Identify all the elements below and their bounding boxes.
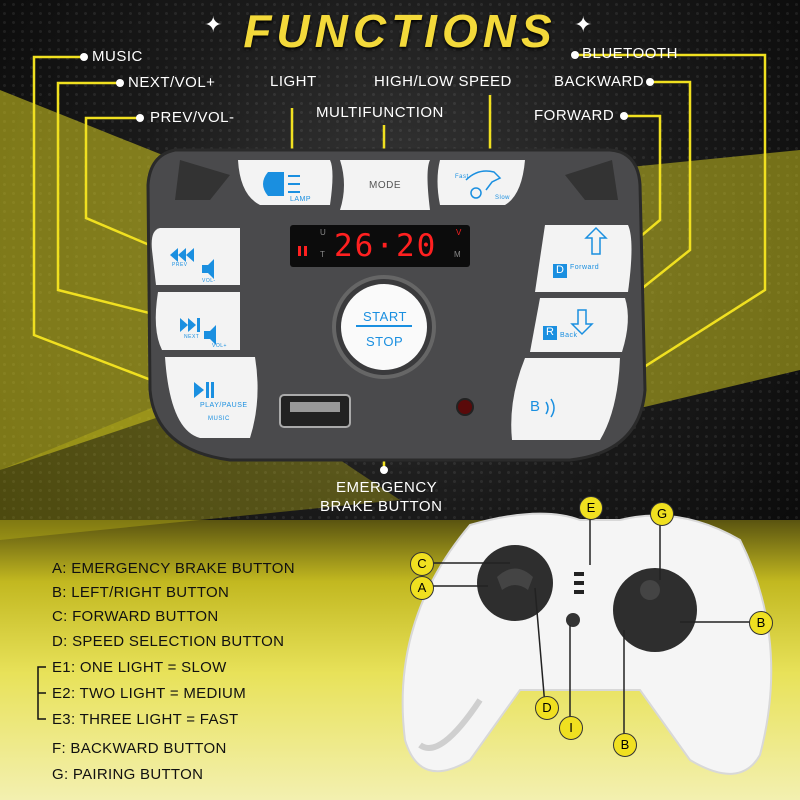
legend-item: B: LEFT/RIGHT BUTTON (52, 584, 230, 601)
play-pause-label: PLAY/PAUSE (200, 402, 248, 409)
bluetooth-waves-icon (545, 398, 555, 418)
marker-i: I (559, 716, 583, 740)
marker-c: C (410, 552, 434, 576)
horse-icon (465, 170, 502, 199)
display-m: M (454, 250, 462, 259)
back-key-label: Back (560, 332, 578, 339)
display-screen (290, 225, 470, 267)
callout-multifunction: MULTIFUNCTION (316, 104, 444, 121)
right-dpad[interactable] (613, 568, 697, 652)
legend-item: E2: TWO LIGHT = MEDIUM (52, 685, 246, 702)
slow-label: Slow (495, 195, 511, 201)
callout-emergency: EMERGENCY (336, 479, 438, 496)
callout-forward: FORWARD (534, 107, 615, 124)
callout-bluetooth: BLUETOOTH (582, 45, 678, 62)
prev-label: PREV (172, 262, 188, 268)
display-t: T (320, 250, 326, 259)
speaker-icon (202, 259, 216, 345)
marker-d: D (535, 696, 559, 720)
vol-minus-label: VOL- (202, 278, 216, 284)
marker-b-bottom: B (613, 733, 637, 757)
prev-button[interactable] (151, 228, 240, 285)
display-v: V (456, 228, 462, 237)
legend-item: E3: THREE LIGHT = FAST (52, 711, 239, 728)
legend-item: F: BACKWARD BUTTON (52, 740, 227, 757)
stop-label: STOP (366, 334, 404, 349)
bluetooth-button[interactable] (511, 358, 620, 440)
music-label: MUSIC (208, 416, 230, 422)
bluetooth-key-label: B (530, 398, 541, 415)
next-icon (180, 318, 200, 332)
page-title: FUNCTIONS (243, 5, 557, 57)
legend-item: G: PAIRING BUTTON (52, 766, 204, 783)
legend-item: E1: ONE LIGHT = SLOW (52, 659, 227, 676)
display-value: 26·20 (334, 228, 438, 264)
start-label: START (363, 309, 407, 324)
marker-g: G (650, 502, 674, 526)
mode-button[interactable] (340, 160, 430, 210)
r-key-label: R (546, 326, 555, 338)
callout-next-vol: NEXT/VOL+ (128, 74, 216, 91)
mode-label: MODE (369, 180, 401, 191)
callout-backward: BACKWARD (554, 73, 645, 90)
arrow-up-icon (584, 226, 608, 255)
legend-item: A: EMERGENCY BRAKE BUTTON (52, 560, 295, 577)
lamp-icon (263, 172, 300, 196)
forward-key-label: Forward (570, 264, 600, 271)
next-label: NEXT (184, 334, 200, 340)
vol-plus-label: VOL+ (212, 343, 227, 349)
marker-a: A (410, 576, 434, 600)
callout-light: LIGHT (270, 73, 317, 90)
speed-button[interactable] (437, 160, 526, 205)
callout-high-low-speed: HIGH/LOW SPEED (374, 73, 512, 90)
callout-music: MUSIC (92, 48, 143, 65)
arrow-down-icon (570, 309, 594, 336)
legend-item: D: SPEED SELECTION BUTTON (52, 633, 285, 650)
marker-b-right: B (749, 611, 773, 635)
center-button[interactable] (566, 613, 580, 627)
sparkle-icon: ✦ (204, 12, 223, 37)
fast-label: Fast (455, 174, 469, 180)
lamp-button[interactable] (238, 160, 333, 205)
aux-jack-icon (456, 398, 474, 416)
sparkle-icon: ✦ (574, 12, 593, 37)
marker-e: E (579, 496, 603, 520)
lamp-label: LAMP (290, 196, 312, 203)
callout-prev-vol: PREV/VOL- (150, 109, 235, 126)
callout-brake-button: BRAKE BUTTON (320, 498, 443, 515)
display-u: U (320, 228, 327, 237)
prev-icon (170, 248, 194, 262)
play-pause-icon (194, 382, 214, 398)
d-key-label: D (556, 264, 565, 276)
legend-item: C: FORWARD BUTTON (52, 608, 219, 625)
